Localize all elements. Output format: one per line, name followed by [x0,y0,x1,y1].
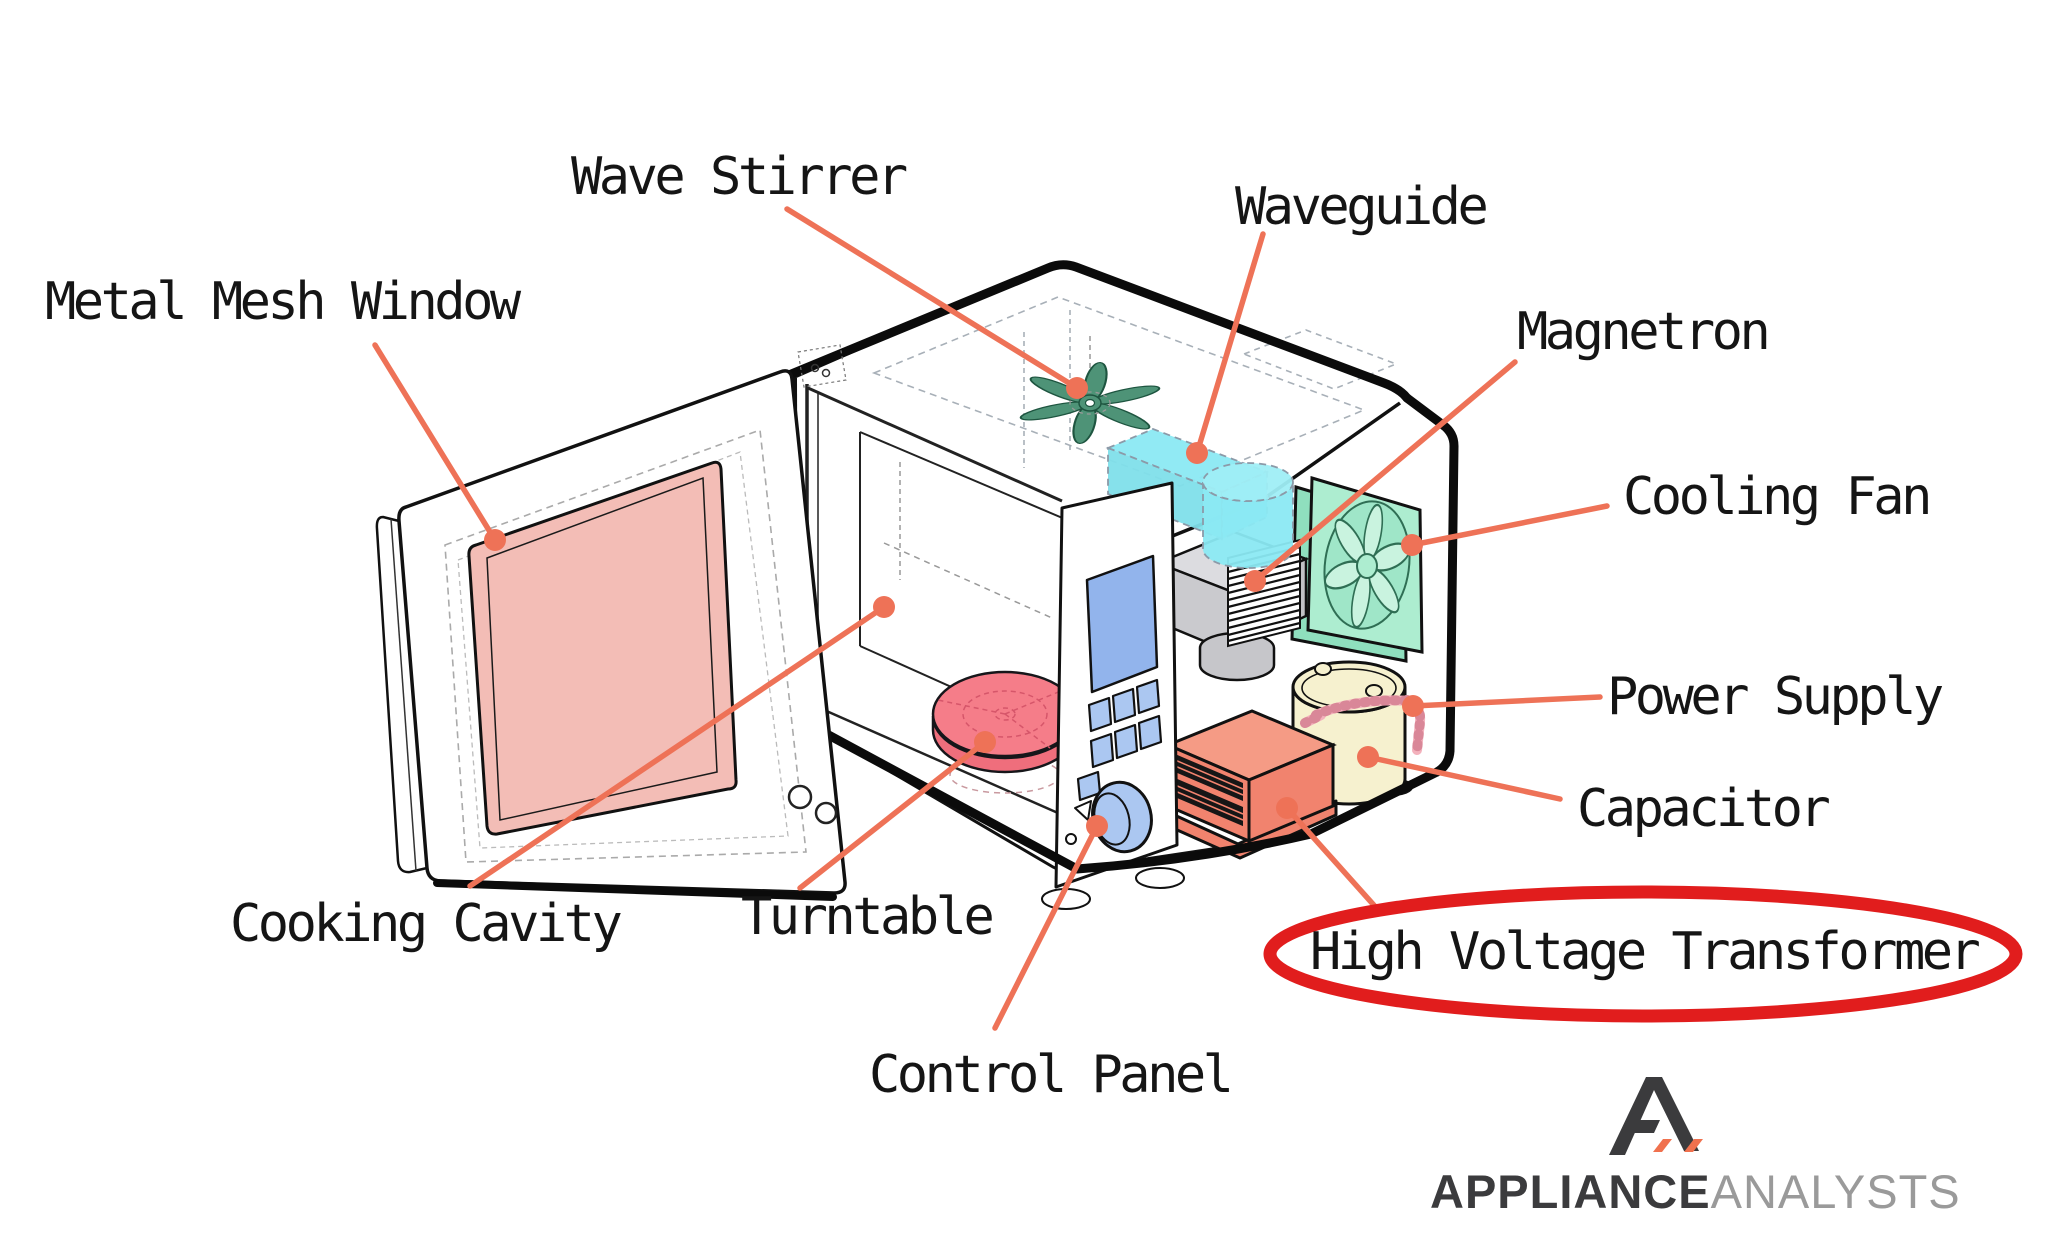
cooling-fan-shape [1290,476,1424,663]
leader-dot-wave-stirrer [1066,377,1088,399]
label-wave-stirrer: Wave Stirrer [571,147,908,207]
label-waveguide: Waveguide [1235,177,1489,237]
control-panel-shape [1054,481,1179,889]
leader-cooling-fan [1409,503,1610,548]
brand-logo-mark-icon [1609,1077,1703,1155]
leader-high-voltage-transformer [1284,805,1383,915]
metal-mesh-window-shape [467,460,738,836]
transformer-coils [1174,754,1244,828]
leader-metal-mesh-window [372,342,498,543]
leader-waveguide [1194,231,1266,456]
door [375,344,847,901]
label-control-panel: Control Panel [869,1045,1234,1105]
display-screen [1085,554,1159,694]
leader-magnetron [1252,359,1518,584]
leader-dot-magnetron [1244,570,1266,592]
label-high-voltage-transformer: High Voltage Transformer [1310,922,1981,982]
leader-capacitor [1365,754,1563,802]
door-bottom-thick-edge [433,879,837,901]
brand-logo-text: APPLIANCEANALYSTS [1430,1168,1961,1215]
label-power-supply: Power Supply [1607,667,1944,727]
leader-turntable [797,739,988,891]
top-hinge-detail [797,344,847,388]
leader-dot-power-supply [1402,695,1424,717]
leader-dot-metal-mesh-window [484,529,506,551]
leader-control-panel [992,823,1100,1031]
leader-power-supply [1410,694,1603,709]
leader-lines [372,206,1610,1031]
leader-dot-waveguide [1186,442,1208,464]
leader-dots [484,377,1424,837]
highlight-ellipse [1263,885,2023,1023]
leader-dot-cooking-cavity [873,596,895,618]
leader-dot-turntable [974,731,996,753]
leader-wave-stirrer [784,206,1080,391]
label-magnetron: Magnetron [1517,302,1771,362]
label-capacitor: Capacitor [1577,779,1831,839]
wave-stirrer-shape [1019,336,1161,445]
leader-dot-capacitor [1357,746,1379,768]
leader-dot-high-voltage-transformer [1276,797,1298,819]
label-cooling-fan: Cooling Fan [1623,467,1932,527]
label-metal-mesh-window: Metal Mesh Window [45,272,521,332]
panel-buttons[interactable] [1076,678,1163,802]
leader-cooking-cavity [467,604,887,889]
label-cooking-cavity: Cooking Cavity [230,894,623,954]
label-turntable: Turntable [741,887,995,947]
magnetron-shape [1154,530,1310,682]
leader-dot-cooling-fan [1401,534,1423,556]
brand-name-bold: APPLIANCE [1430,1165,1711,1218]
brand-name-light: ANALYSTS [1710,1165,1961,1218]
leader-dot-control-panel [1086,815,1108,837]
door-hinges [787,784,838,825]
